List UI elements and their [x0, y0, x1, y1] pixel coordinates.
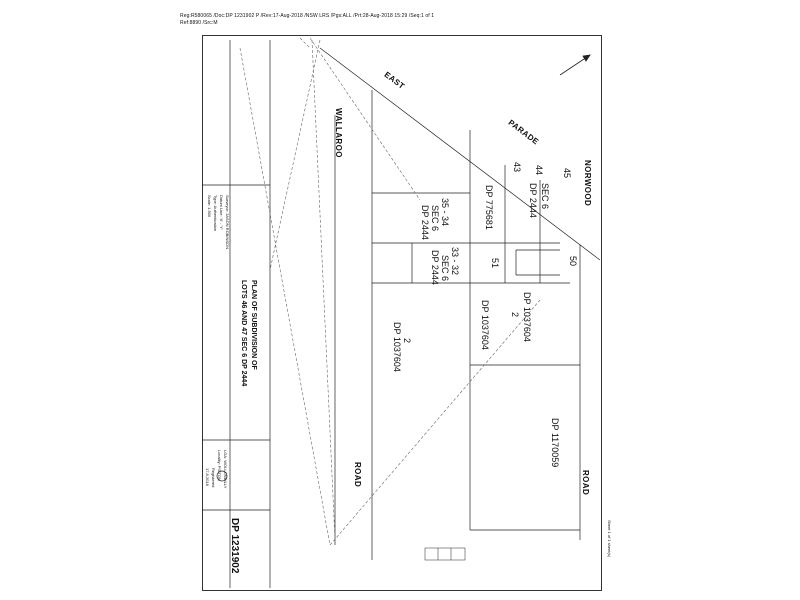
- lots-35-34: 35 - 34: [440, 198, 450, 227]
- dp-number: DP 1231902: [229, 518, 240, 574]
- seal-icon: [216, 470, 228, 482]
- scale-note: Scale: 1:500: [207, 195, 212, 218]
- lot-51: 51: [490, 258, 500, 269]
- registered-date: 17.8.2018: [205, 468, 210, 486]
- lga-label: LGA: WOLLONDILLY: [223, 450, 228, 489]
- plan-sheet: [202, 35, 602, 591]
- parcel-dp-775681: DP 775681: [484, 185, 494, 230]
- north-arrow-icon: [559, 54, 591, 76]
- connection-lines: [239, 37, 541, 546]
- street-wallaroo: WALLAROO: [334, 108, 343, 158]
- street-road-left: ROAD: [353, 462, 362, 488]
- parcel-sec6-top: SEC 6: [540, 183, 550, 210]
- lot-2-left: 2: [402, 338, 412, 344]
- survey-lines: [319, 47, 601, 560]
- parcel-dp-1170059: DP 1170059: [550, 418, 560, 468]
- parcel-dp-1037604-mid: DP 1037604: [480, 300, 490, 350]
- lot-43: 43: [512, 162, 522, 173]
- plan-title: PLAN OF SUBDIVISION OF: [250, 280, 257, 370]
- lot-50: 50: [568, 256, 578, 267]
- parcel-dp-1037604-right: DP 1037604: [522, 292, 532, 342]
- lot-45: 45: [562, 168, 572, 179]
- parcel-dp-2444-low: DP 2444: [430, 250, 440, 285]
- parcel-dp-1037604-left: DP 1037604: [392, 322, 402, 372]
- street-norwood: NORWOOD: [583, 160, 592, 207]
- parcel-sec6-low: SEC 6: [440, 255, 450, 282]
- parcel-dp-2444-mid: DP 2444: [420, 205, 430, 240]
- datum-note: Datum Line: 'X' - 'Y': [219, 195, 224, 230]
- type-note: Type: Authentication: [213, 195, 218, 232]
- registered-label: Registered: [211, 468, 216, 488]
- lot-44: 44: [534, 165, 544, 176]
- plan-subtitle: LOTS 46 AND 47 SEC 6 DP 2444: [240, 280, 247, 387]
- document-header-line-1: Reg:R580065 /Doc:DP 1231902 P /Rev:17-Au…: [180, 13, 435, 19]
- street-road-right: ROAD: [581, 470, 590, 496]
- parcel-sec6-mid: SEC 6: [430, 205, 440, 232]
- title-block: [202, 40, 271, 588]
- surveyor-note: Surveyor: JASON ROBINSON: [225, 195, 230, 250]
- lot-2-mid: 2: [510, 312, 520, 318]
- locality-label: Locality: PICTON: [217, 450, 222, 481]
- sheet-label: Sheet 1 of 1 sheet(s): [607, 520, 612, 558]
- document-header-line-2: Ref:8890 /Src:M: [180, 20, 218, 26]
- connection-table: [424, 547, 466, 561]
- lots-33-32: 33 - 32: [450, 247, 460, 276]
- parcel-dp-2444-top: DP 2444: [528, 183, 538, 218]
